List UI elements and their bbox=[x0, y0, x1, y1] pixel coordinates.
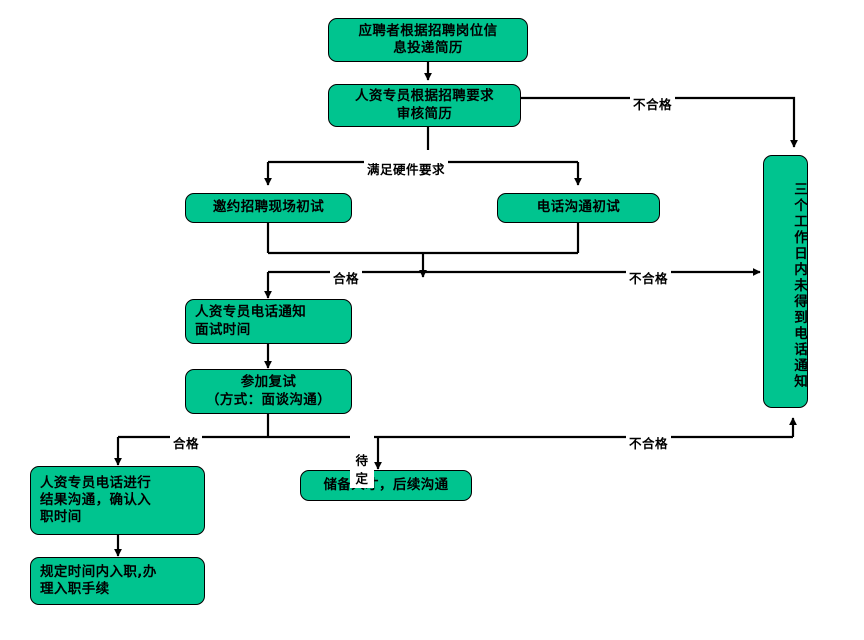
edge-label-pass-second: 合格 bbox=[170, 424, 203, 452]
edge-label-pass-hardware: 满足硬件要求 bbox=[364, 150, 449, 178]
node-result-communication-label: 人资专员电话进行 结果沟通，确认入 职时间 bbox=[40, 474, 152, 526]
edge-label-pending: 待 定 bbox=[350, 434, 374, 489]
node-no-call-received-label: 三个工作日内未得到电话通知 bbox=[791, 181, 807, 390]
node-second-interview[interactable]: 参加复试 （方式：面谈沟通） bbox=[185, 369, 352, 414]
node-talent-pool-label: 储备人才，后续沟通 bbox=[323, 476, 449, 493]
edge-label-reject-first-text: 不合格 bbox=[629, 271, 669, 287]
node-no-call-received[interactable]: 三个工作日内未得到电话通知 bbox=[763, 155, 808, 408]
edge-label-pass-first-text: 合格 bbox=[333, 271, 360, 287]
node-apply-label: 应聘者根据招聘岗位信 息投递简历 bbox=[358, 22, 498, 56]
node-onsite-interview[interactable]: 邀约招聘现场初试 bbox=[185, 193, 352, 223]
node-phone-interview[interactable]: 电话沟通初试 bbox=[497, 193, 660, 223]
node-notify-time[interactable]: 人资专员电话通知 面试时间 bbox=[185, 299, 352, 344]
node-screen-resume-label: 人资专员根据招聘要求 审核简历 bbox=[355, 88, 494, 122]
edge-label-pass-first: 合格 bbox=[330, 259, 363, 287]
node-onboarding[interactable]: 规定时间内入职,办 理入职手续 bbox=[30, 557, 205, 605]
node-onboarding-label: 规定时间内入职,办 理入职手续 bbox=[40, 563, 157, 597]
edge-label-reject-second: 不合格 bbox=[626, 424, 672, 452]
edge-screen-reject bbox=[521, 96, 798, 148]
edge-label-reject-first: 不合格 bbox=[626, 259, 672, 287]
edge-label-reject-second-text: 不合格 bbox=[629, 436, 669, 452]
edge-label-pending-text: 待 定 bbox=[355, 453, 369, 487]
node-notify-time-label: 人资专员电话通知 面试时间 bbox=[195, 304, 307, 338]
node-second-interview-label: 参加复试 （方式：面谈沟通） bbox=[205, 374, 332, 408]
edge-label-pass-second-text: 合格 bbox=[173, 436, 200, 452]
edge-label-pass-hardware-text: 满足硬件要求 bbox=[367, 162, 446, 178]
node-phone-interview-label: 电话沟通初试 bbox=[536, 199, 621, 216]
node-apply[interactable]: 应聘者根据招聘岗位信 息投递简历 bbox=[328, 18, 528, 62]
node-talent-pool[interactable]: 储备人才，后续沟通 bbox=[300, 470, 472, 501]
node-result-communication[interactable]: 人资专员电话进行 结果沟通，确认入 职时间 bbox=[30, 466, 205, 535]
edge-label-reject-screen: 不合格 bbox=[630, 85, 676, 113]
node-screen-resume[interactable]: 人资专员根据招聘要求 审核简历 bbox=[328, 84, 521, 127]
edge-label-reject-screen-text: 不合格 bbox=[633, 97, 673, 113]
node-onsite-interview-label: 邀约招聘现场初试 bbox=[212, 199, 325, 216]
